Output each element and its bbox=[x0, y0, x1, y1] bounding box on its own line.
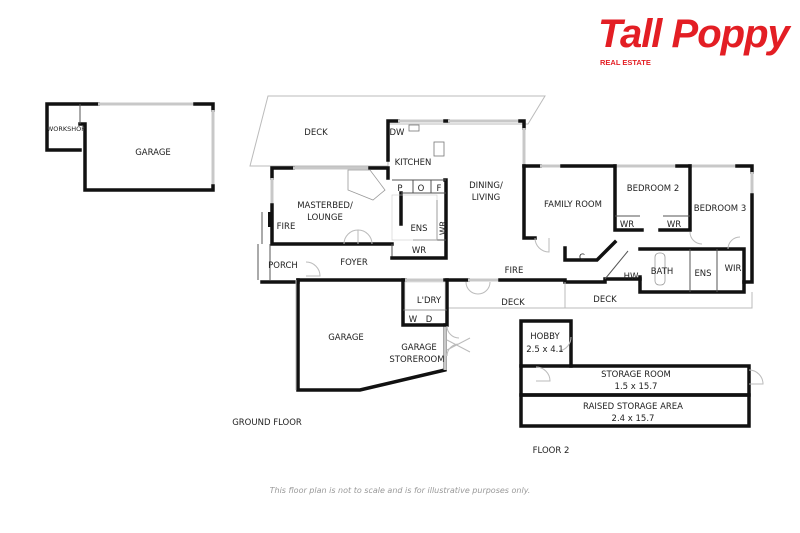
label-wr-master: WR bbox=[412, 246, 426, 256]
label-raised-storage: RAISED STORAGE AREA bbox=[583, 402, 683, 412]
label-dw: DW bbox=[390, 128, 406, 138]
label-dryer: D bbox=[426, 315, 433, 325]
label-hw: HW bbox=[624, 272, 639, 282]
label-storage-size: 1.5 x 15.7 bbox=[615, 382, 658, 392]
label-laundry: L'DRY bbox=[417, 296, 442, 306]
label-fire-master: FIRE bbox=[277, 222, 296, 232]
label-detached-garage: GARAGE bbox=[135, 148, 171, 158]
bath-tub-icon bbox=[654, 252, 666, 286]
label-storage-room: STORAGE ROOM bbox=[601, 370, 671, 380]
label-masterbed: MASTERBED/ bbox=[297, 201, 353, 211]
floor2-title: FLOOR 2 bbox=[533, 446, 570, 456]
label-living: LIVING bbox=[472, 193, 501, 203]
label-kitchen: KITCHEN bbox=[395, 158, 432, 168]
label-hobby: HOBBY bbox=[530, 332, 560, 342]
label-ensuite-b3: ENS bbox=[694, 269, 711, 279]
label-lounge: LOUNGE bbox=[307, 213, 343, 223]
label-bath: BATH bbox=[651, 267, 674, 277]
deck-outline bbox=[249, 95, 546, 167]
label-raised-size: 2.4 x 15.7 bbox=[612, 414, 655, 424]
label-wr-b2b: WR bbox=[667, 220, 681, 230]
label-dining: DINING/ bbox=[469, 181, 503, 191]
dishwasher-icon bbox=[408, 124, 420, 132]
doors bbox=[305, 229, 741, 357]
label-oven: O bbox=[418, 184, 425, 194]
detached-garage bbox=[45, 102, 215, 192]
logo-tagline: REAL ESTATE bbox=[600, 58, 651, 67]
label-foyer: FOYER bbox=[340, 258, 368, 268]
label-deck-mid: DECK bbox=[501, 298, 525, 308]
label-fire-living: FIRE bbox=[505, 266, 524, 276]
label-pantry: P bbox=[397, 184, 402, 194]
label-fridge: F bbox=[437, 184, 442, 194]
label-porch: PORCH bbox=[268, 261, 298, 271]
label-bedroom2: BEDROOM 2 bbox=[627, 184, 679, 194]
main-house-walls bbox=[257, 119, 754, 392]
fireplace-master bbox=[268, 212, 273, 227]
label-wr-b2a: WR bbox=[620, 220, 634, 230]
ensuite-tiles bbox=[391, 194, 438, 241]
tall-poppy-logo: Tall Poppy REAL ESTATE bbox=[598, 14, 790, 70]
label-ensuite-master: ENS bbox=[410, 224, 427, 234]
label-wr-vertical: WR bbox=[439, 221, 449, 235]
disclaimer: This floor plan is not to scale and is f… bbox=[269, 486, 531, 495]
label-washer: W bbox=[409, 315, 418, 325]
ground-floor-title: GROUND FLOOR bbox=[232, 418, 302, 428]
bathtub bbox=[347, 169, 386, 201]
label-cupboard: C bbox=[579, 253, 585, 263]
label-family-room: FAMILY ROOM bbox=[544, 200, 602, 210]
laundry-tiles bbox=[404, 281, 446, 311]
label-wir: WIR bbox=[725, 264, 742, 274]
label-garage-store-1: GARAGE bbox=[401, 343, 437, 353]
label-garage-store-2: STOREROOM bbox=[389, 355, 444, 365]
logo-wordmark: Tall Poppy bbox=[598, 12, 790, 56]
cooktop-icon bbox=[433, 141, 445, 157]
label-bedroom3: BEDROOM 3 bbox=[694, 204, 746, 214]
label-workshop: WORKSHOP bbox=[47, 125, 85, 133]
label-hobby-size: 2.5 x 4.1 bbox=[526, 345, 563, 355]
floor2-walls bbox=[519, 319, 764, 428]
label-deck-right: DECK bbox=[593, 295, 617, 305]
label-deck-top: DECK bbox=[304, 128, 328, 138]
label-garage: GARAGE bbox=[328, 333, 364, 343]
